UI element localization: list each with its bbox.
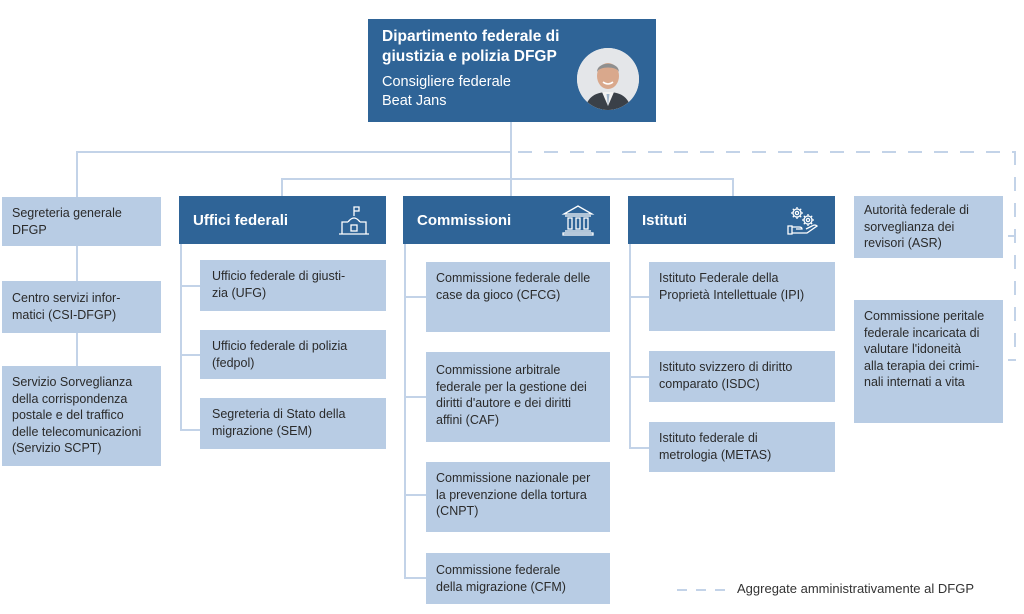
group-title: Uffici federali [193,211,289,229]
list-item-cfm[interactable]: Commissione federale della migrazione (C… [426,553,610,604]
connector-uffici-item-2 [180,354,200,356]
item-text: Istituto Federale della [659,271,779,285]
connector-commissioni-item-2 [404,396,426,398]
connector-uffici-spine [180,244,182,430]
list-item-fedpol[interactable]: Ufficio federale di polizia (fedpol) [200,330,386,379]
connector-top-vertical [510,122,512,196]
department-head-name: Consigliere federale Beat Jans [382,73,642,111]
unit-text: Commissione peritale [864,309,985,323]
connector-uffici-item-3 [180,429,200,431]
item-text: (CNPT) [436,504,479,518]
attached-unit-asr[interactable]: Autorità federale di sorveglianza dei re… [854,196,1003,258]
staff-unit-csi-dfgp[interactable]: Centro servizi infor- matici (CSI-DFGP) [2,281,161,333]
item-text: comparato (ISDC) [659,376,760,391]
list-item-cnpt[interactable]: Commissione nazionale per la prevenzione… [426,462,610,532]
dashed-tick-end [1008,359,1016,361]
item-text: (fedpol) [212,355,255,370]
unit-text: alla terapia dei crimi- [864,358,980,373]
list-item-sem[interactable]: Segreteria di Stato della migrazione (SE… [200,398,386,449]
department-head-person: Beat Jans [382,93,447,109]
unit-text: (Servizio SCPT) [12,441,102,455]
item-text: Ufficio federale di polizia [212,339,348,353]
item-text: case da gioco (CFCG) [436,287,561,302]
item-text: Commissione federale [436,563,561,577]
connector-istituti-drop [732,178,734,196]
item-text: Proprietà Intellettuale (IPI) [659,287,805,302]
connector-istituti-item-2 [629,376,649,378]
connector-commissioni-item-3 [404,494,426,496]
unit-text: valutare l'idoneità [864,342,961,356]
connector-staff-vertical [76,151,78,396]
unit-text: Segreteria generale [12,206,122,220]
item-text: Commissione nazionale per [436,471,591,485]
department-title-line-2: giustizia e polizia DFGP [382,48,557,65]
unit-text: revisori (ASR) [864,236,942,250]
dashed-connector-horizontal [518,151,1014,153]
unit-text: Servizio Sorveglianza [12,375,133,389]
item-text: Segreteria di Stato della [212,407,346,421]
connector-groups-horizontal [281,178,734,180]
item-text: diritti d'autore e dei diritti [436,396,572,410]
unit-text: della corrispondenza [12,391,128,406]
unit-text: sorveglianza dei [864,219,955,234]
attached-unit-commissione-peritale[interactable]: Commissione peritale federale incaricata… [854,300,1003,423]
department-head-box[interactable]: Dipartimento federale di giustizia e pol… [368,19,656,122]
unit-text: nali internati a vita [864,375,965,389]
dashed-tick-asr [1008,235,1016,237]
list-item-caf[interactable]: Commissione arbitrale federale per la ge… [426,352,610,442]
connector-istituti-item-3 [629,447,649,449]
item-text: affini (CAF) [436,412,499,427]
item-text: Istituto svizzero di diritto [659,360,793,374]
unit-text: Autorità federale di [864,203,969,217]
department-title: Dipartimento federale di giustizia e pol… [382,27,642,67]
list-item-isdc[interactable]: Istituto svizzero di diritto comparato (… [649,351,835,402]
building-flag-icon [336,204,372,236]
department-title-line-1: Dipartimento federale di [382,28,560,45]
connector-uffici-item-1 [180,285,200,287]
institution-columns-icon [560,204,596,236]
list-item-ufg[interactable]: Ufficio federale di giusti- zia (UFG) [200,260,386,311]
gears-hand-icon [785,204,821,236]
item-text: della migrazione (CFM) [436,579,566,594]
item-text: metrologia (METAS) [659,447,772,462]
item-text: Commissione federale delle [436,271,591,285]
portrait-photo [577,48,639,110]
connector-commissioni-item-1 [404,296,426,298]
department-head-role: Consigliere federale [382,74,511,90]
group-header-commissioni[interactable]: Commissioni [403,196,610,244]
item-text: la prevenzione della tortura [436,487,587,502]
list-item-cfcg[interactable]: Commissione federale delle case da gioco… [426,262,610,332]
unit-text: Centro servizi infor- [12,291,121,305]
item-text: migrazione (SEM) [212,423,313,438]
staff-unit-servizio-scpt[interactable]: Servizio Sorveglianza della corrisponden… [2,366,161,466]
dashed-connector-vertical [1014,151,1016,361]
list-item-metas[interactable]: Istituto federale di metrologia (METAS) [649,422,835,472]
connector-commissioni-item-4 [404,577,426,579]
item-text: federale per la gestione dei [436,379,587,394]
unit-text: delle telecomunicazioni [12,424,142,439]
connector-commissioni-spine [404,244,406,579]
staff-unit-segreteria-generale[interactable]: Segreteria generale DFGP [2,197,161,246]
connector-istituti-item-1 [629,296,649,298]
unit-text: postale e del traffico [12,408,124,422]
group-header-istituti[interactable]: Istituti [628,196,835,244]
item-text: Commissione arbitrale [436,363,561,377]
item-text: Ufficio federale di giusti- [212,269,346,283]
connector-uffici-drop [281,178,283,196]
group-title: Commissioni [417,211,512,229]
connector-main-horizontal [76,151,512,153]
legend-label: Aggregate amministrativamente al DFGP [737,581,974,596]
unit-text: federale incaricata di [864,325,980,340]
item-text: Istituto federale di [659,431,758,445]
unit-text: DFGP [12,222,47,237]
connector-istituti-spine [629,244,631,449]
unit-text: matici (CSI-DFGP) [12,307,117,322]
group-header-uffici-federali[interactable]: Uffici federali [179,196,386,244]
item-text: zia (UFG) [212,285,267,300]
group-title: Istituti [642,211,687,229]
legend-dashed-line-swatch [677,589,725,591]
list-item-ipi[interactable]: Istituto Federale della Proprietà Intell… [649,262,835,331]
